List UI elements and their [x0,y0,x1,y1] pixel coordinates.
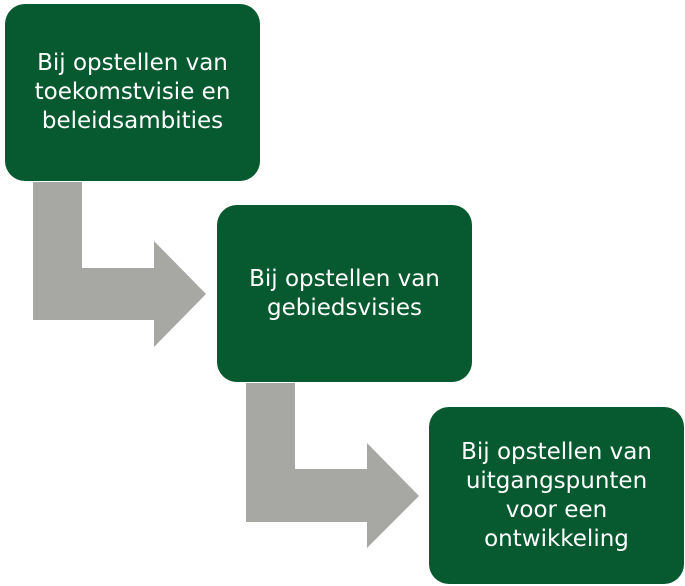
step-box-uitgangspunten: Bij opstellen van uitgangspunten voor ee… [429,407,684,584]
step-label: Bij opstellen van uitgangspunten voor ee… [461,438,652,552]
step-label: Bij opstellen van toekomstvisie en belei… [34,50,231,134]
bent-arrow-1 [33,182,206,347]
step-box-toekomstvisie: Bij opstellen van toekomstvisie en belei… [5,4,260,181]
step-label: Bij opstellen van gebiedsvisies [249,265,440,321]
step-box-gebiedsvisies: Bij opstellen van gebiedsvisies [217,205,472,382]
bent-arrow-2 [246,383,419,548]
